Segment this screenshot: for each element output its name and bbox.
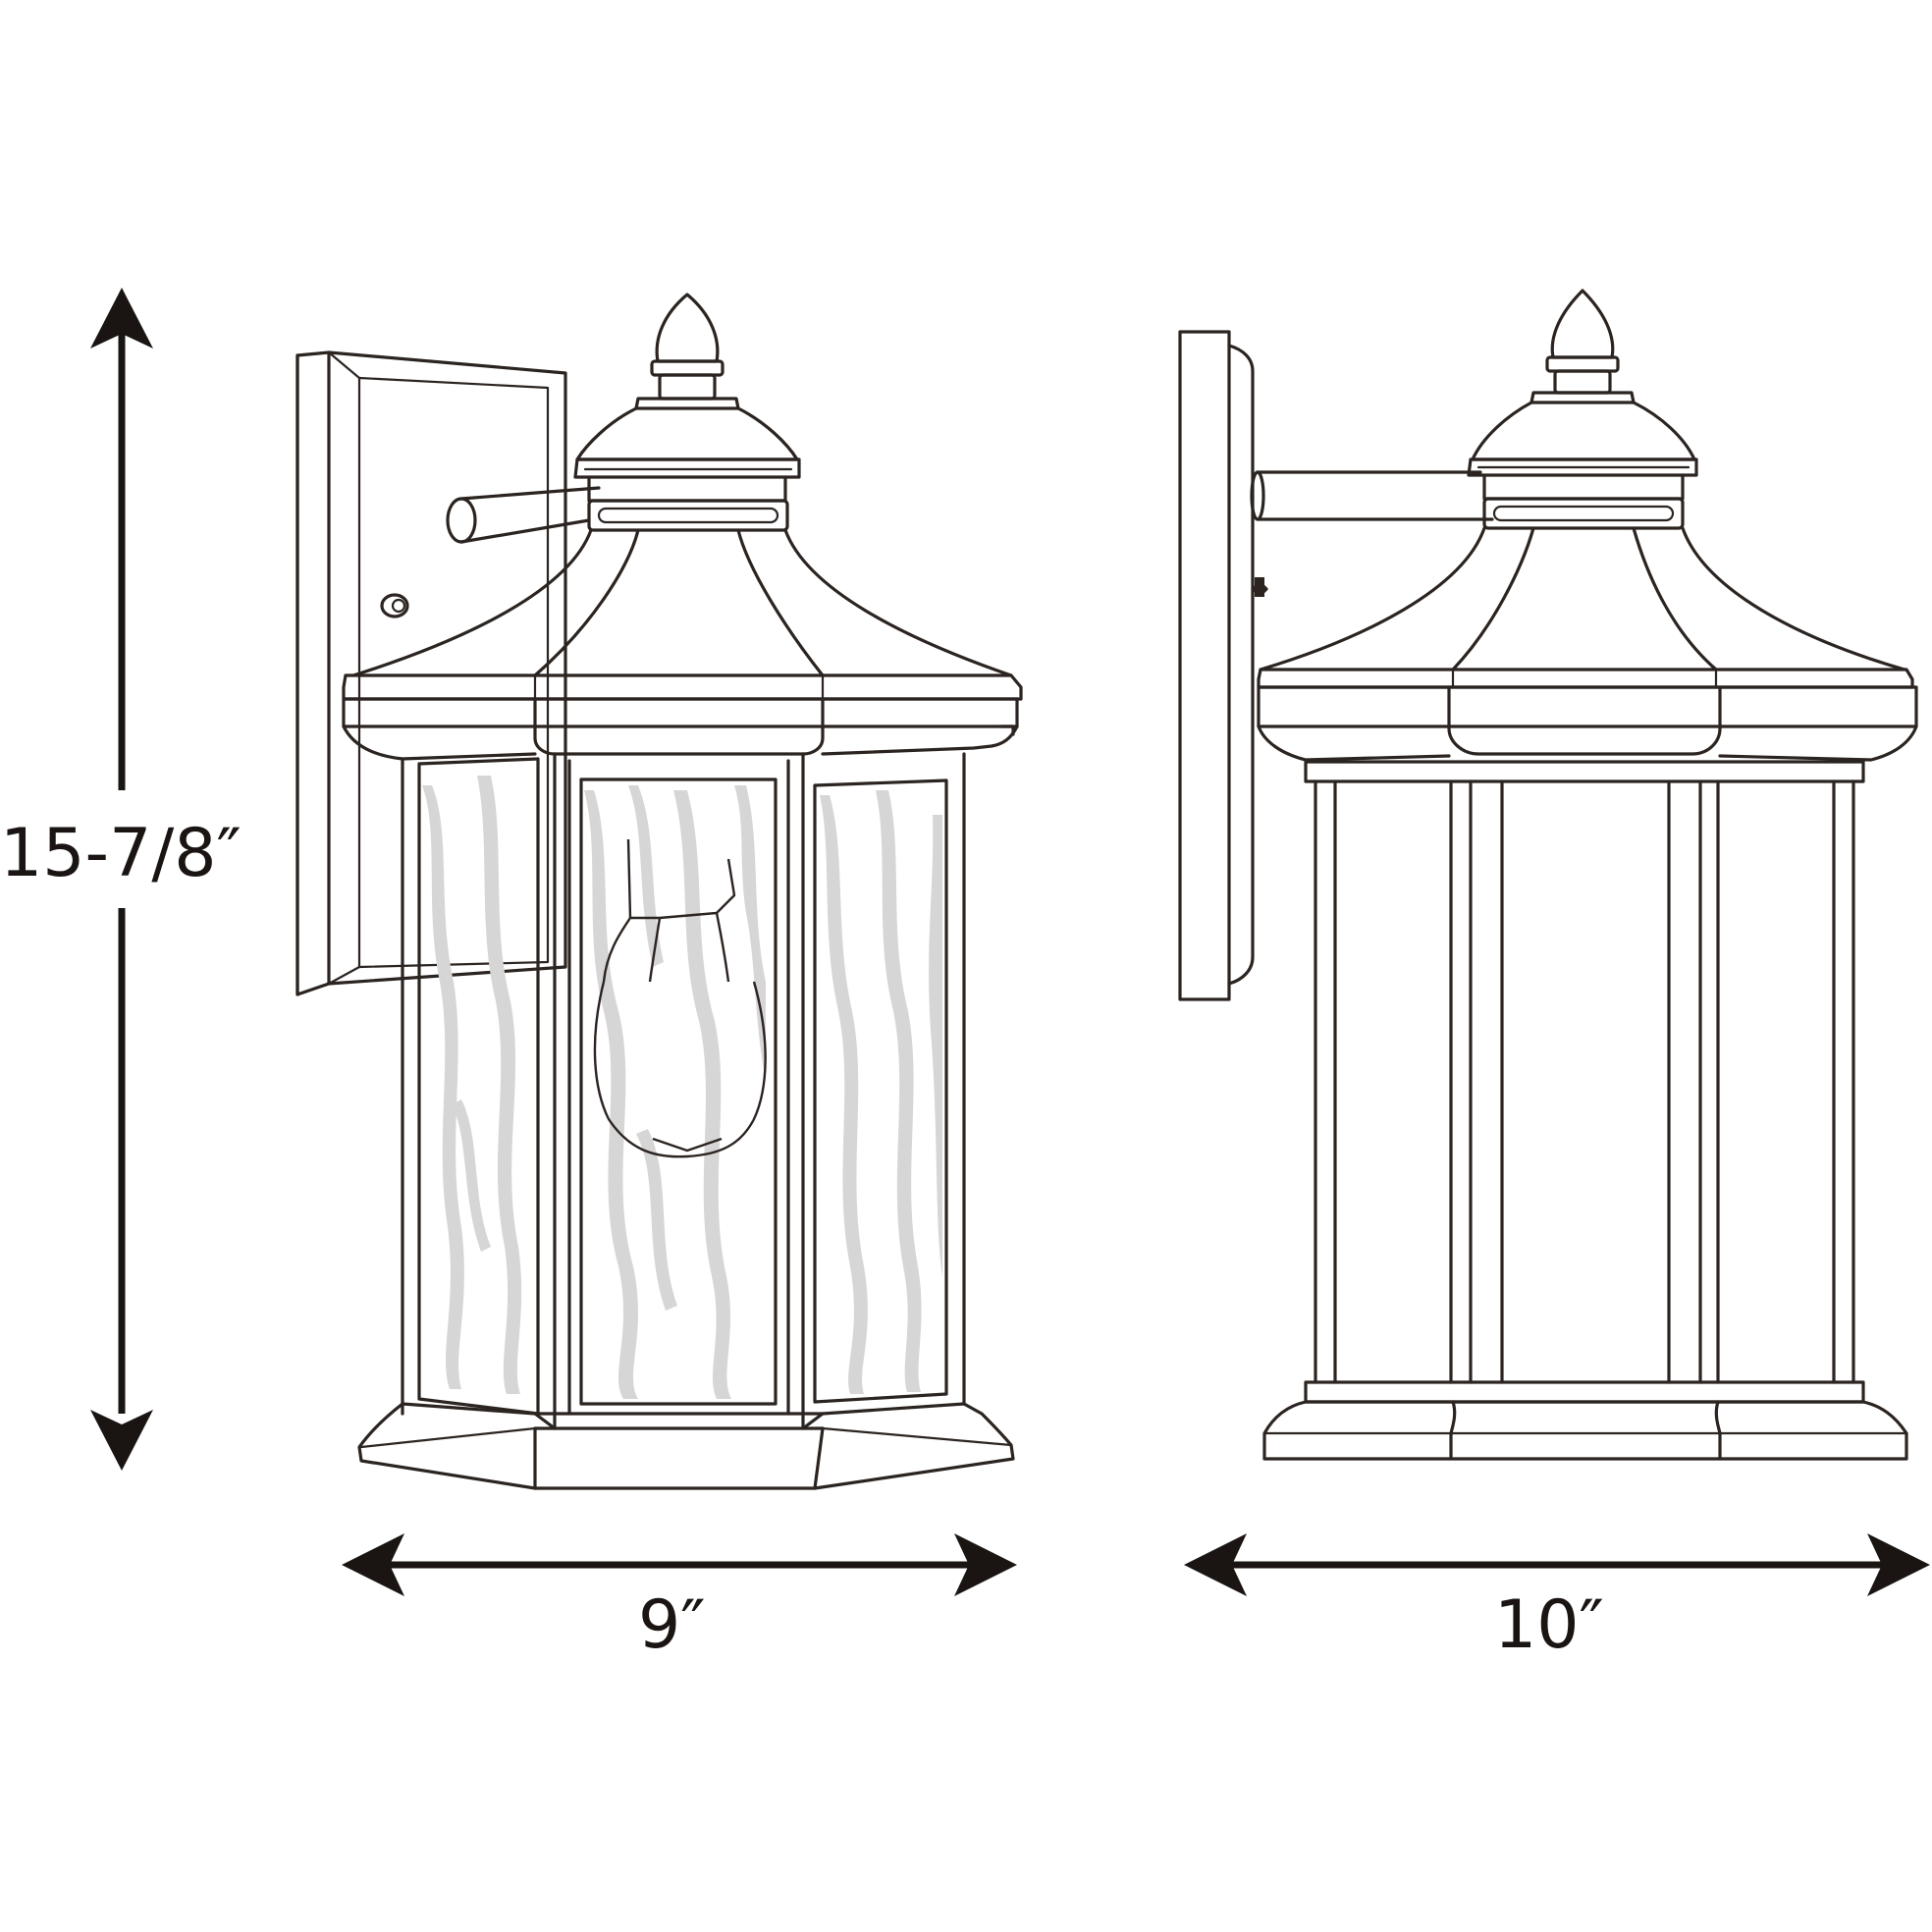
side-lantern-body [1304, 760, 1865, 1404]
side-roof [1257, 526, 1918, 762]
side-width-arrow-right-head [1867, 1533, 1930, 1596]
front-glass-right [820, 790, 942, 1394]
side-width-arrow-left-head [1184, 1533, 1247, 1596]
front-width-label: 9″ [638, 1586, 706, 1664]
front-finial [634, 293, 740, 410]
front-view [295, 293, 1023, 1490]
front-width-dimension: 9″ [342, 1533, 1017, 1664]
front-roof [342, 528, 1023, 761]
height-arrow-up-head [90, 288, 153, 349]
height-arrow-down-head [90, 1410, 153, 1471]
side-width-dimension: 10″ [1184, 1533, 1930, 1664]
front-bulb-socket [593, 838, 767, 1158]
height-label: 15-7/8″ [0, 815, 242, 892]
front-glass-left [422, 776, 522, 1394]
front-mounting-arm [446, 486, 601, 544]
side-view [1178, 289, 1918, 1461]
side-finial [1530, 289, 1636, 404]
front-base [357, 1402, 1015, 1490]
height-dimension: 15-7/8″ [0, 288, 242, 1471]
side-backplate [1178, 330, 1255, 1001]
side-dome [1467, 401, 1698, 530]
side-width-label: 10″ [1494, 1586, 1604, 1664]
front-backplate [295, 350, 567, 996]
front-width-arrow-left-head [342, 1533, 404, 1596]
front-lantern-body [401, 752, 966, 1430]
side-base [1262, 1400, 1908, 1461]
front-glass-center [584, 785, 766, 1399]
front-backplate-screw [380, 593, 409, 618]
side-bead-band [1492, 505, 1675, 522]
front-width-arrow-right-head [954, 1533, 1017, 1596]
front-bead-band [597, 507, 779, 524]
side-mounting-arm [1250, 470, 1494, 597]
front-dome [573, 406, 801, 532]
